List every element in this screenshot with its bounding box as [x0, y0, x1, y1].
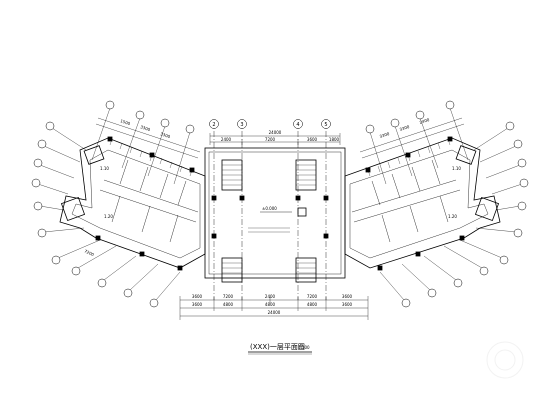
dim-text: 4800: [307, 302, 318, 307]
center-top-dimension-texts: 2400 7200 3600 1800: [221, 137, 340, 142]
room-marks: 1.10 1.10 1.20 1.20 ±0.000: [100, 166, 461, 219]
dim-text: 1800: [329, 137, 340, 142]
drawing-title: (XXX)一层平面图: [250, 343, 305, 351]
right-grid-lines: [369, 107, 523, 301]
room-mark: 1.20: [448, 214, 457, 219]
left-grid-bubbles: [31, 100, 195, 308]
dim-text: 7200: [265, 137, 276, 142]
grid-label-4: 4: [296, 122, 299, 128]
dim-text: 3600: [192, 302, 203, 307]
center-grid-bubbles: [209, 119, 331, 129]
grid-label-2: 2: [212, 122, 215, 128]
dim-text: 7200: [307, 294, 318, 299]
dim-text: 3300: [379, 131, 391, 139]
dim-text: 3600: [307, 137, 318, 142]
left-wing: [59, 136, 206, 271]
center-grid-labels: 2 3 4 5: [212, 122, 327, 128]
dim-text: 3600: [192, 294, 203, 299]
dim-text: 2400: [221, 137, 232, 142]
dim-text: 1500: [120, 118, 132, 126]
dim-text: 3600: [342, 294, 353, 299]
central-block: [204, 120, 346, 300]
drawing-title-block: (XXX)一层平面图 1:100: [248, 343, 312, 355]
grid-label-3: 3: [240, 122, 243, 128]
wing-dimension-texts: 1500 3300 3300 3300 3300 2400 7200: [84, 117, 431, 257]
dim-text: 3300: [140, 124, 152, 132]
bottom-dimension-row1: 3600 7200 2400 7200 3600: [192, 294, 353, 299]
room-mark: 1.10: [452, 166, 461, 171]
dim-text: 3300: [160, 131, 172, 139]
top-dimension-lines: [95, 117, 465, 159]
top-overall-dimension: 24000: [269, 130, 282, 135]
dim-text: 4800: [265, 302, 276, 307]
right-wing: [344, 136, 501, 271]
grid-label-5: 5: [324, 122, 327, 128]
room-mark: 1.20: [104, 214, 113, 219]
dim-text: 7200: [84, 248, 96, 257]
left-grid-lines: [37, 107, 191, 301]
right-grid-bubbles: [365, 100, 529, 308]
dim-text: 3300: [399, 124, 411, 132]
bottom-dimension-row2: 3600 4800 4800 4800 3600: [192, 302, 353, 307]
dim-text: 2400: [419, 117, 431, 125]
dim-text: 2400: [265, 294, 276, 299]
dim-text: 3600: [342, 302, 353, 307]
bottom-dimension-lines: [179, 296, 369, 320]
watermark-logo: [486, 341, 524, 379]
bottom-overall-dimension: 24000: [268, 310, 281, 315]
drawing-scale: 1:100: [298, 345, 310, 350]
elevation-mark: ±0.000: [262, 206, 277, 211]
dim-text: 7200: [223, 294, 234, 299]
room-mark: 1.10: [100, 166, 109, 171]
dim-text: 4800: [223, 302, 234, 307]
